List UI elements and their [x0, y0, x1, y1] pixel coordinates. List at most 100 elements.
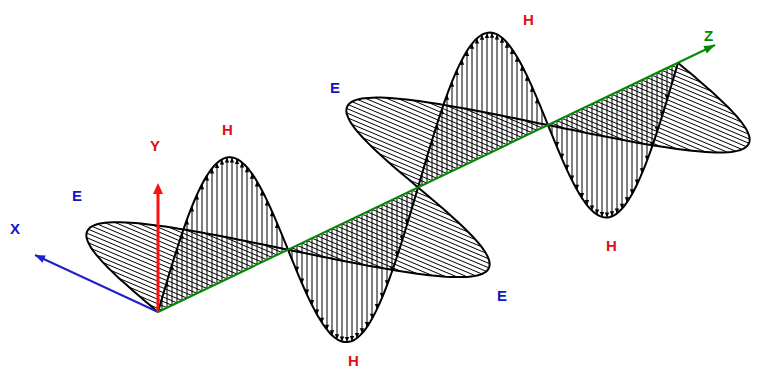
- h-field-vector: [592, 104, 593, 211]
- h-field-vector: [352, 219, 353, 341]
- e-field-vector: [622, 90, 749, 144]
- e-field-vector: [98, 224, 227, 279]
- h-field-vector: [242, 162, 243, 271]
- h-field-vector: [647, 78, 648, 161]
- h-field-vector: [432, 140, 433, 181]
- h-field-vector: [617, 92, 618, 213]
- e-field-vector: [371, 146, 442, 176]
- h-field-vector: [472, 44, 473, 162]
- h-field-vector: [532, 87, 533, 133]
- h-field-vector: [517, 57, 518, 140]
- h-field-vector: [437, 124, 438, 178]
- h-field-vector: [632, 85, 633, 194]
- e-field-vector: [365, 98, 492, 152]
- e-field-vector: [348, 118, 462, 166]
- h-field-vector: [467, 51, 468, 164]
- e-field-vector: [572, 114, 643, 144]
- field-label: H: [348, 353, 359, 369]
- field-label: E: [72, 188, 82, 204]
- e-field-vector: [348, 105, 477, 159]
- y-axis: [157, 192, 160, 312]
- h-field-vector: [257, 182, 258, 265]
- x-axis-arrowhead: [35, 255, 46, 263]
- h-field-vector: [397, 197, 398, 256]
- e-field-vector: [607, 97, 736, 151]
- h-field-vector: [227, 158, 228, 279]
- h-field-vector: [457, 70, 458, 169]
- h-field-vector: [367, 212, 368, 327]
- e-field-vector: [105, 223, 232, 277]
- h-field-vector: [567, 116, 568, 170]
- h-field-vector: [197, 195, 198, 294]
- h-field-vector: [447, 95, 448, 174]
- h-field-vector: [627, 87, 628, 202]
- field-label: E: [330, 80, 340, 96]
- field-label: E: [497, 288, 507, 304]
- field-label: H: [523, 12, 534, 28]
- h-field-vector: [392, 200, 393, 272]
- axis-label: Y: [150, 138, 160, 154]
- h-field-vector: [607, 97, 608, 218]
- h-field-vector: [452, 82, 453, 171]
- e-field-vector: [652, 75, 728, 107]
- h-field-vector: [342, 224, 343, 342]
- e-field-vector: [662, 70, 711, 91]
- h-field-vector: [612, 94, 613, 216]
- h-field-vector: [597, 102, 598, 215]
- h-field-vector: [217, 163, 218, 284]
- h-field-vector: [602, 99, 603, 217]
- h-field-vector: [492, 33, 493, 152]
- h-field-vector: [327, 231, 328, 330]
- h-field-vector: [362, 214, 363, 333]
- e-field-vector: [317, 236, 401, 271]
- h-field-vector: [527, 76, 528, 135]
- h-field-vector: [187, 219, 188, 298]
- h-field-vector: [382, 205, 383, 298]
- h-field-vector: [577, 111, 578, 190]
- h-field-vector: [652, 75, 653, 147]
- y-axis-arrowhead: [153, 183, 163, 194]
- h-field-vector: [477, 38, 478, 159]
- h-field-vector: [232, 157, 233, 276]
- h-field-vector: [462, 60, 463, 167]
- h-field-vector: [522, 66, 523, 138]
- h-field-vector: [657, 73, 658, 132]
- e-field-vector: [392, 200, 468, 232]
- e-field-vector: [88, 229, 217, 283]
- axis-label: Z: [704, 28, 713, 44]
- h-field-vector: [302, 243, 303, 284]
- e-field-vector: [302, 243, 345, 261]
- h-field-vector: [332, 229, 333, 336]
- h-field-vector: [172, 265, 173, 306]
- e-field-vector: [362, 214, 489, 268]
- h-field-vector: [202, 184, 203, 291]
- e-field-vector: [312, 238, 383, 268]
- h-field-vector: [572, 114, 573, 181]
- h-field-vector: [487, 33, 488, 154]
- h-field-vector: [442, 109, 443, 176]
- h-field-vector: [237, 159, 238, 274]
- h-field-vector: [387, 202, 388, 285]
- h-field-vector: [192, 206, 193, 295]
- e-field-vector: [577, 111, 661, 146]
- h-field-vector: [177, 249, 178, 303]
- h-field-vector: [337, 226, 338, 339]
- h-field-vector: [507, 43, 508, 145]
- h-field-vector: [307, 241, 308, 295]
- h-field-vector: [642, 80, 643, 173]
- h-field-vector: [562, 118, 563, 159]
- h-field-vector: [272, 211, 273, 257]
- axis-label: X: [10, 221, 20, 237]
- e-field-vector: [377, 207, 486, 253]
- h-field-vector: [377, 207, 378, 309]
- e-field-vector: [617, 92, 746, 147]
- z-axis: [158, 45, 715, 312]
- h-field-vector: [482, 35, 483, 157]
- h-field-vector: [502, 38, 503, 147]
- h-field-vector: [312, 238, 313, 305]
- e-field-vector: [637, 82, 746, 128]
- h-field-vector: [317, 236, 318, 315]
- e-field-vector: [363, 138, 447, 174]
- h-field-vector: [347, 221, 348, 342]
